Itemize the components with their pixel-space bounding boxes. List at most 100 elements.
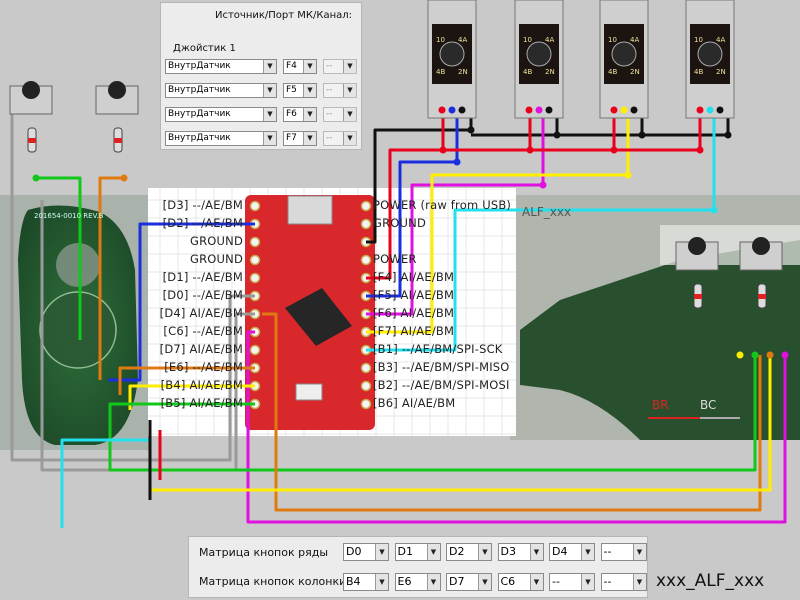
matrix-row-select[interactable]: D2▼ <box>446 543 492 561</box>
port-select[interactable]: F4▼ <box>283 59 317 74</box>
channel-select-value: -- <box>326 133 333 143</box>
matrix-select-value: D7 <box>449 575 465 588</box>
pin-label-left: [D7] AI/AE/BM <box>159 342 243 356</box>
wire-junction <box>467 126 475 134</box>
wire-junction <box>736 351 744 359</box>
source-select[interactable]: ВнутрДатчик▼ <box>165 59 277 74</box>
matrix-col-select[interactable]: E6▼ <box>394 573 441 591</box>
mcu-pin-left <box>249 200 261 212</box>
port-select[interactable]: F6 ▼ <box>283 107 317 122</box>
source-select[interactable]: ВнутрДатчик▼ <box>165 107 277 122</box>
matrix-col-select[interactable]: C6▼ <box>497 573 544 591</box>
chevron-down-icon: ▼ <box>343 60 356 73</box>
source-select[interactable]: ВнутрДатчик▼ <box>165 83 277 98</box>
wire-junction <box>453 158 461 166</box>
potentiometer-label: 4B <box>523 68 532 76</box>
matrix-select-value: D4 <box>552 545 568 558</box>
potentiometer-label: 4B <box>694 68 703 76</box>
potentiometer-terminal <box>630 106 638 114</box>
matrix-row-select[interactable]: D4 ▼ <box>549 543 595 561</box>
potentiometer-terminal <box>458 106 466 114</box>
pin-label-right: [F5] AI/AE/BM <box>373 288 455 302</box>
matrix-col-select[interactable]: D7 ▼ <box>446 573 492 591</box>
wire-junction <box>710 206 718 214</box>
mcu-pin-left <box>249 254 261 266</box>
potentiometer-label: 2N <box>458 68 468 76</box>
left-pcb-hole <box>56 243 100 287</box>
pin-label-left: [C6] --/AE/BM <box>163 324 243 338</box>
matrix-col-select[interactable]: --▼ <box>549 573 595 591</box>
config-panel: Источник/Порт МК/Канал: Джойстик 1 Внутр… <box>160 2 362 150</box>
potentiometer-label: 10 <box>694 36 703 44</box>
chevron-down-icon: ▼ <box>632 544 646 560</box>
channel-select[interactable]: --▼ <box>323 131 357 146</box>
caption: xxx_ALF_xxx <box>656 571 765 591</box>
potentiometer-label: 4A <box>545 36 554 44</box>
pin-label-right: POWER (raw from USB) <box>373 198 512 212</box>
mcu-pin-right <box>360 218 372 230</box>
port-select[interactable]: F7▼ <box>283 131 317 146</box>
bc-label: BC <box>700 398 717 412</box>
port-select-value: F5 <box>286 85 297 95</box>
chevron-down-icon: ▼ <box>426 544 440 560</box>
pin-label-left: [D2] --/AE/BM <box>162 216 243 230</box>
matrix-row-select[interactable]: --▼ <box>600 543 647 561</box>
wire-junction <box>638 131 646 139</box>
source-select[interactable]: ВнутрДатчик ▼ <box>165 131 277 146</box>
mcu-pin-right <box>360 200 372 212</box>
matrix-select-value: -- <box>552 575 560 588</box>
port-select-value: F6 <box>286 109 297 119</box>
potentiometer-knob <box>439 41 465 67</box>
matrix-select-value: E6 <box>397 575 412 588</box>
wire-green <box>36 176 82 340</box>
potentiometer-terminal <box>545 106 553 114</box>
matrix-row-select[interactable]: D0▼ <box>343 543 389 561</box>
wire-orange <box>118 366 255 395</box>
channel-select[interactable]: --▼ <box>323 107 357 122</box>
matrix-row-select[interactable]: D1▼ <box>394 543 441 561</box>
potentiometer-label: 2N <box>630 68 640 76</box>
potentiometer-terminal <box>620 106 628 114</box>
potentiometer-terminal <box>525 106 533 114</box>
pin-label-left: [B5] AI/AE/BM <box>160 396 243 410</box>
channel-select[interactable]: --▼ <box>323 83 357 98</box>
pin-label-left: [D3] --/AE/BM <box>162 198 243 212</box>
matrix-row-select[interactable]: D3▼ <box>497 543 544 561</box>
wire-junction <box>539 181 547 189</box>
right-pcb-title: ALF_xxx <box>522 205 572 219</box>
source-select-value: ВнутрДатчик <box>168 133 231 143</box>
wire-junction <box>553 131 561 139</box>
chevron-down-icon: ▼ <box>478 574 491 590</box>
potentiometer-label: 10 <box>608 36 617 44</box>
matrix-col-select[interactable]: --▼ <box>600 573 647 591</box>
pin-label-left: [D1] --/AE/BM <box>162 270 243 284</box>
port-select[interactable]: F5▼ <box>283 83 317 98</box>
potentiometer-label: 2N <box>545 68 555 76</box>
chevron-down-icon: ▼ <box>303 108 316 121</box>
chevron-down-icon: ▼ <box>375 544 388 560</box>
chevron-down-icon: ▼ <box>263 108 276 121</box>
left-pcb-ring <box>39 291 117 369</box>
chevron-down-icon: ▼ <box>263 132 276 145</box>
potentiometer-label: 10 <box>523 36 532 44</box>
mcu-pin-left <box>249 272 261 284</box>
chevron-down-icon: ▼ <box>263 84 276 97</box>
wire-orange <box>98 176 124 380</box>
matrix-cols-label: Матрица кнопок колонки <box>199 575 347 588</box>
chevron-down-icon: ▼ <box>303 132 316 145</box>
chevron-down-icon: ▼ <box>581 544 594 560</box>
pin-label-left: [D4] AI/AE/BM <box>159 306 243 320</box>
source-select-value: ВнутрДатчик <box>168 61 231 71</box>
matrix-col-select[interactable]: B4▼ <box>343 573 389 591</box>
chevron-down-icon: ▼ <box>343 84 356 97</box>
potentiometer-label: 4A <box>716 36 725 44</box>
wire-cyan <box>60 438 150 528</box>
potentiometer-label: 4B <box>608 68 617 76</box>
channel-select[interactable]: --▼ <box>323 59 357 74</box>
matrix-select-value: B4 <box>346 575 361 588</box>
chevron-down-icon: ▼ <box>529 574 543 590</box>
br-label: BR <box>652 398 669 412</box>
wire-junction <box>724 131 732 139</box>
wires <box>10 108 789 528</box>
wire-junction <box>526 146 534 154</box>
